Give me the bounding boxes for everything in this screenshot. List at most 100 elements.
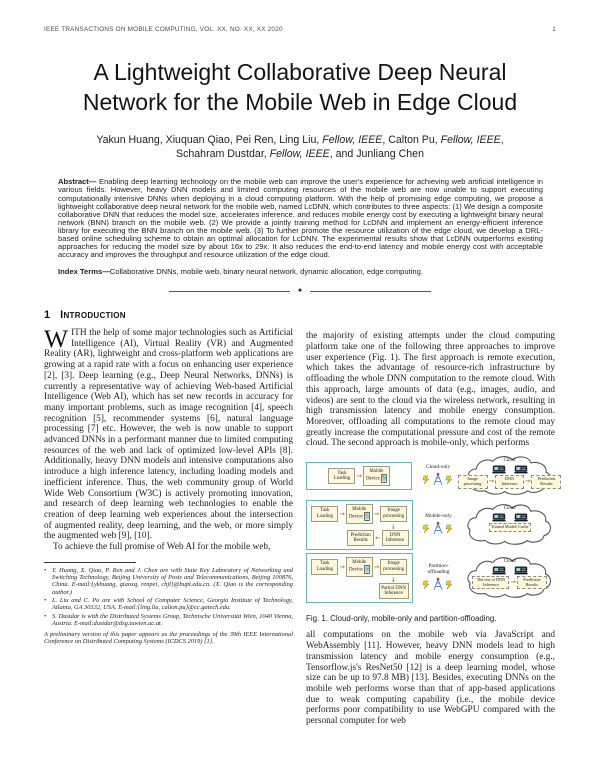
abstract-text: Enabling deep learning technology on the… xyxy=(58,177,543,260)
section-divider: ✦ xyxy=(169,286,432,296)
cloud-panel-1: Cloud Image processing → DNN Inference → xyxy=(457,455,562,497)
arrow-left-icon: ← xyxy=(375,533,381,542)
cloud-title: Cloud xyxy=(503,458,516,464)
lightning-bolt-icon xyxy=(423,524,430,534)
rest-dnn-inference-box: The rest of DNN Inference xyxy=(472,575,510,590)
server-icon xyxy=(514,566,528,575)
paper-title: A Lightweight Collaborative Deep Neural … xyxy=(82,59,518,116)
footnote-item: • Y. Huang, X. Qiao, P. Ren and J. Chen a… xyxy=(44,567,293,596)
section-title: Introduction xyxy=(60,309,126,322)
mobile-device-label: Mobile Device xyxy=(365,468,384,482)
task-loading-box: Task Loading xyxy=(311,558,339,575)
index-terms-label: Index Terms— xyxy=(58,267,110,277)
running-head: IEEE TRANSACTIONS ON MOBILE COMPUTING, V… xyxy=(44,26,556,33)
arrow-right-icon: → xyxy=(339,562,345,571)
footnote-note: A preliminary version of this paper appe… xyxy=(44,631,293,646)
bullet-icon: • xyxy=(44,597,47,604)
link-cloud-only: Cloud-only xyxy=(412,464,464,487)
arrow-down-icon: ↓ xyxy=(390,522,397,531)
phone-icon xyxy=(363,565,370,574)
diamond-icon: ✦ xyxy=(296,286,304,296)
prediction-results-box: Prediction Results xyxy=(516,575,547,590)
cloud-box: Prediction Results xyxy=(531,474,562,489)
mode-label-cloud-only: Cloud-only xyxy=(426,464,451,471)
server-icon xyxy=(514,513,528,522)
arrow-right-icon: → xyxy=(510,578,516,587)
arrow-right-icon: → xyxy=(373,562,380,571)
phone-icon xyxy=(380,474,387,484)
bullet-icon: • xyxy=(44,566,47,574)
footnote-rule xyxy=(44,561,136,563)
trained-model-cache-box: Trained Model/ Cache xyxy=(488,522,531,532)
server-icons xyxy=(492,513,528,522)
server-icon xyxy=(492,566,506,575)
author-names: , Calton Pu, xyxy=(382,133,441,146)
arrow-right-icon: → xyxy=(488,477,494,486)
dnn-inference-box: DNN Inference xyxy=(381,530,409,547)
author-fellow-label: Fellow, IEEE xyxy=(322,133,383,146)
footnote-block: • Y. Huang, X. Qiao, P. Ren and J. Chen a… xyxy=(44,561,293,646)
device-panel-3: Task Loading → Mobile Device → Image pro… xyxy=(306,553,413,603)
arrow-right-icon: → xyxy=(356,471,362,480)
server-icons xyxy=(491,465,528,474)
figure-row-cloud-only: Task Loading → Mobile Device Cloud-only … xyxy=(306,455,562,497)
arrow-right-icon: → xyxy=(525,477,531,486)
cloud-panel-2: Cloud Trained Model/ Cache xyxy=(464,503,555,547)
index-terms-text: Collaborative DNNs, mobile web, binary n… xyxy=(109,267,423,277)
cloud-title: Cloud xyxy=(503,506,516,512)
author-names: Yakun Huang, Xiuquan Qiao, Pei Ren, Ling… xyxy=(96,133,323,146)
page-number: 1 xyxy=(552,26,556,33)
arrow-down-icon: ↓ xyxy=(390,575,397,584)
bullet-icon: • xyxy=(44,612,47,620)
server-icons xyxy=(492,566,528,575)
figure-row-partition-offloading: Task Loading → Mobile Device → Image pro… xyxy=(306,553,555,603)
device-panel-2: Task Loading → Mobile Device → Image pro… xyxy=(306,500,413,551)
server-icon xyxy=(492,513,506,522)
right-paragraph-2: all computations on the mobile web via J… xyxy=(306,630,555,727)
cloud-title: Cloud xyxy=(503,559,516,564)
lightning-bolt-icon xyxy=(445,475,453,485)
drop-cap: W xyxy=(44,324,69,354)
lightning-bolt-icon xyxy=(446,524,453,534)
link-mobile-only: Mobile-only xyxy=(413,513,465,536)
abstract-label: Abstract— xyxy=(58,177,97,187)
mobile-device-box: Mobile Device xyxy=(362,466,390,486)
lightning-bolt-icon xyxy=(423,580,430,589)
prediction-results-box: Prediction Results xyxy=(347,530,375,547)
mobile-device-label: Mobile Device xyxy=(348,506,367,520)
mobile-device-box: Mobile Device xyxy=(345,557,373,577)
antenna-icon xyxy=(423,577,453,590)
server-icon xyxy=(513,465,528,474)
antenna-icon xyxy=(423,521,453,535)
author-names: Schahram Dustdar, xyxy=(176,148,270,161)
footnote-text: L. Liu and C. Pu are with School of Comp… xyxy=(52,597,293,612)
task-loading-box: Task Loading xyxy=(311,505,339,522)
author-line-2: Schahram Dustdar, Fellow, IEEE, and Junl… xyxy=(65,147,535,161)
divider-line-left xyxy=(169,290,290,292)
antenna-icon xyxy=(422,472,453,486)
device-panel-1: Task Loading → Mobile Device xyxy=(306,462,413,490)
server-icon xyxy=(491,465,506,474)
partial-dnn-inference-box: Partial DNN Inference xyxy=(378,583,409,599)
cloud-panel-3: Cloud The rest of DNN Inference → Predic… xyxy=(464,556,555,600)
figure-1-caption: Fig. 1. Cloud-only, mobile-only and part… xyxy=(306,613,497,623)
arrow-right-icon: → xyxy=(339,509,345,518)
author-fellow-label: Fellow, IEEE xyxy=(440,133,501,146)
author-names: , xyxy=(500,133,504,146)
link-partition-offloading: Partition-offloading xyxy=(413,563,465,592)
right-column: the majority of existing attempts under … xyxy=(306,310,562,727)
cloud-box: Image processing xyxy=(457,474,488,489)
mode-label-partition: Partition-offloading xyxy=(427,563,450,575)
footnote-item: •S. Dustdar is with the Distributed Syst… xyxy=(44,613,293,628)
mobile-device-label: Mobile Device xyxy=(348,559,367,573)
abstract: Abstract— Enabling deep learning technol… xyxy=(58,178,543,259)
footnote-text: Y. Huang, X. Qiao, P. Ren and J. Chen ar… xyxy=(52,566,293,596)
figure-1: Task Loading → Mobile Device Cloud-only … xyxy=(306,455,562,606)
intro-paragraph-1-text: ITH the help of some major technologies … xyxy=(44,328,293,542)
image-processing-box: Image processing xyxy=(380,558,408,575)
lightning-bolt-icon xyxy=(446,580,453,589)
